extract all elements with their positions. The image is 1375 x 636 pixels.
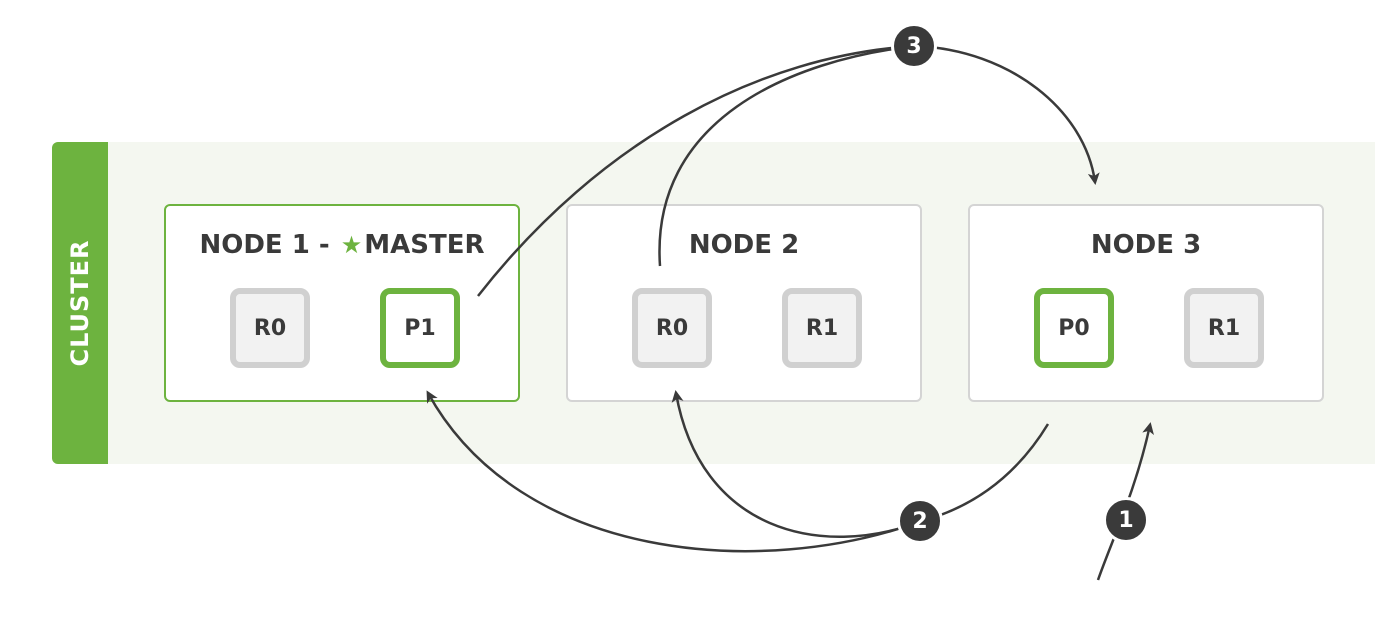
master-label: MASTER <box>364 230 485 260</box>
node-3-title: NODE 3 <box>1090 230 1202 260</box>
step-3-badge: 3 <box>891 23 937 69</box>
node-1: NODE 1 - ★MASTER R0 P1 <box>164 204 520 402</box>
node-3-shard-r1: R1 <box>1184 288 1264 368</box>
star-icon: ★ <box>340 231 363 259</box>
node-3: NODE 3 P0 R1 <box>968 204 1324 402</box>
node-2-shard-r1: R1 <box>782 288 862 368</box>
node-1-shard-p1: P1 <box>380 288 460 368</box>
node-2-title: NODE 2 <box>688 230 800 260</box>
cluster-tab <box>52 142 108 464</box>
step-2-badge: 2 <box>897 498 943 544</box>
node-1-title: NODE 1 - ★MASTER <box>166 230 518 260</box>
node-3-shard-p0: P0 <box>1034 288 1114 368</box>
node-2-shard-r0: R0 <box>632 288 712 368</box>
node-2: NODE 2 R0 R1 <box>566 204 922 402</box>
cluster-label: CLUSTER <box>66 239 94 367</box>
node-1-name: NODE 1 - <box>199 230 339 260</box>
step-1-badge: 1 <box>1103 497 1149 543</box>
node-1-shard-r0: R0 <box>230 288 310 368</box>
